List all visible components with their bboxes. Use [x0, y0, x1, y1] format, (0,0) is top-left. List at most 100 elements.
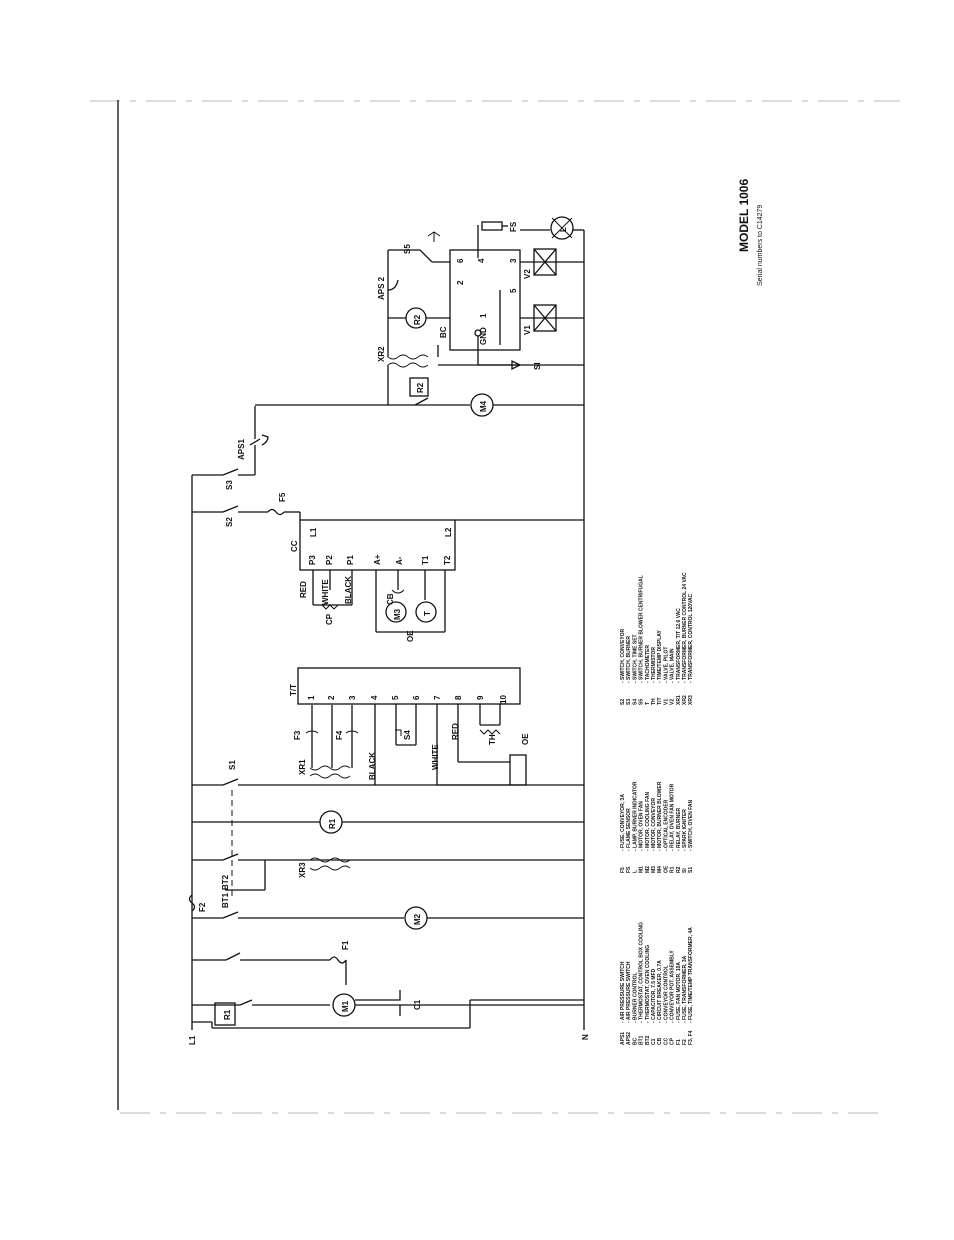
- v2-valve-icon: [533, 248, 557, 276]
- m1-label: M1: [341, 1000, 350, 1012]
- aps1-switch: [249, 406, 261, 446]
- legend-abbreviation: XR1: [676, 695, 682, 705]
- legend-description: - CONVEYOR POT. ASSEMBLY: [670, 950, 676, 1023]
- tachometer-icon: [415, 601, 437, 623]
- cc-label: CC: [290, 540, 299, 552]
- f4-label: F4: [335, 730, 344, 740]
- fs-label: FS: [509, 221, 518, 232]
- tt-pin-label: 6: [412, 695, 421, 700]
- legend-abbreviation: APS2: [626, 1032, 632, 1045]
- f5-fuse-icon: [267, 508, 285, 516]
- model-title: MODEL 1006: [737, 179, 751, 252]
- s1-label: S1: [228, 760, 237, 770]
- cc-pin-label: A+: [373, 554, 382, 565]
- legend-description: - TIME/TEMP DISPLAY: [657, 630, 663, 683]
- legend-description: - SWITCH, BURNER BLOWER CENTRIFUGAL: [639, 575, 645, 683]
- bc-pin-label: 2: [456, 280, 465, 285]
- legend-description: - OPTICAL ENCODER: [663, 799, 669, 851]
- oe-encoder-icon: [509, 754, 527, 786]
- legend-abbreviation: SI: [682, 868, 688, 873]
- s3-switch: [222, 468, 239, 476]
- m4-label: M4: [479, 400, 488, 412]
- m3-motor-icon: [385, 601, 407, 623]
- legend-abbreviation: XR2: [682, 695, 688, 705]
- legend-abbreviation: S5: [639, 699, 645, 705]
- legend-abbreviation: TH: [651, 698, 657, 705]
- legend-abbreviation: XR3: [688, 695, 694, 705]
- tt-pin-label: 1: [307, 695, 316, 700]
- bc-block: [449, 249, 521, 351]
- tt-pin-label: 5: [391, 695, 400, 700]
- legend-abbreviation: R2: [676, 866, 682, 873]
- f1-label: F1: [341, 940, 350, 950]
- r1-contact: [239, 999, 253, 1006]
- s5-label: S5: [403, 244, 412, 254]
- legend-description: - MOTOR, OVEN FAN: [639, 801, 645, 851]
- legend-description: - LAMP, BURNER INDICATOR: [632, 781, 638, 851]
- v2-label: V2: [523, 269, 532, 279]
- xr3-label: XR3: [298, 862, 307, 878]
- cb-label: CB: [386, 593, 395, 605]
- oe2-label: OE: [406, 630, 415, 642]
- legend-abbreviation: M1: [639, 866, 645, 873]
- legend-description: - AIR PRESSURE SWITCH: [620, 961, 626, 1023]
- cc-l1-label: L1: [309, 527, 318, 537]
- legend-abbreviation: M2: [645, 866, 651, 873]
- l1-rail-label: L1: [188, 1035, 197, 1045]
- legend-description: - AIR PRESSURE SWITCH: [626, 961, 632, 1023]
- tt-pins: 1 2 3 4 5 6 7 8 9 10: [307, 695, 508, 704]
- legend-abbreviation: CB: [657, 1037, 663, 1045]
- xr2-transformer-icon: [387, 362, 429, 368]
- tt-pin-label: 2: [327, 695, 336, 700]
- l-lamp-icon: [550, 216, 574, 240]
- xr3-transformer-icon: [309, 857, 351, 863]
- tt-pin-label: 3: [348, 695, 357, 700]
- legend-abbreviation: F5: [620, 867, 626, 873]
- r2-contact: [414, 397, 429, 406]
- white-wire-label: WHITE: [431, 744, 440, 770]
- cc-pin-label: T2: [443, 555, 452, 565]
- legend-abbreviation: T: [645, 702, 651, 705]
- legend-description: - TRANSFORMER, BURNER CONTROL 24 VAC: [682, 572, 688, 683]
- legend-description: - SWITCH, BURNER: [626, 636, 632, 683]
- legend-description: - MOTOR, COOLING FAN: [645, 792, 651, 851]
- m2-label: M2: [413, 913, 422, 925]
- legend-abbreviation: OE: [663, 865, 669, 873]
- bt1-label: BT1: [221, 892, 230, 908]
- cc-pin-label: P3: [308, 555, 317, 565]
- legend-description: - FUSE, CONVEYOR, 3A: [620, 794, 626, 851]
- f3-fuse-icon: [305, 730, 319, 734]
- legend-abbreviation: S1: [688, 867, 694, 873]
- bc-pin-label: GND: [479, 327, 488, 345]
- legend-abbreviation: FS: [626, 866, 632, 873]
- legend-description: - TACHOMETER: [645, 645, 651, 683]
- bt2-label: BT2: [221, 874, 230, 890]
- t-label: T: [423, 611, 432, 616]
- black-wire-label: BLACK: [368, 752, 377, 780]
- legend-description: - SWITCH, TIME SET: [632, 634, 638, 683]
- f5-label: F5: [278, 492, 287, 502]
- xr1-transformer-icon: [309, 773, 351, 779]
- f2-fuse-icon: [188, 894, 196, 912]
- cc-pin-label: A-: [395, 556, 404, 565]
- legend-description: - MOTOR, CONVEYOR: [651, 798, 657, 851]
- n-rail-label: N: [581, 1034, 590, 1040]
- legend-abbreviation: V1: [663, 699, 669, 705]
- r1-coil: [214, 1002, 236, 1026]
- tt-pin-label: 4: [370, 695, 379, 700]
- r1-coil-label: R1: [223, 1009, 232, 1020]
- fs-flame-sensor-icon: [481, 221, 503, 231]
- legend-description: - SWITCH, OVEN FAN: [688, 800, 694, 852]
- f2-label: F2: [198, 902, 207, 912]
- r1-coil-main-label: R1: [328, 818, 337, 829]
- tt-block: [297, 667, 521, 705]
- legend-description: - MOTOR, BURNER BLOWER: [657, 781, 663, 851]
- legend-description: - THERMOSTAT, OVEN COOLING: [645, 945, 651, 1023]
- legend-description: - VALVE, PILOT: [663, 647, 669, 683]
- bc-pin-label: 1: [479, 313, 488, 318]
- tt-label: T/T: [289, 684, 298, 696]
- v1-valve-icon: [533, 304, 557, 332]
- legend-abbreviation: M4: [657, 866, 663, 873]
